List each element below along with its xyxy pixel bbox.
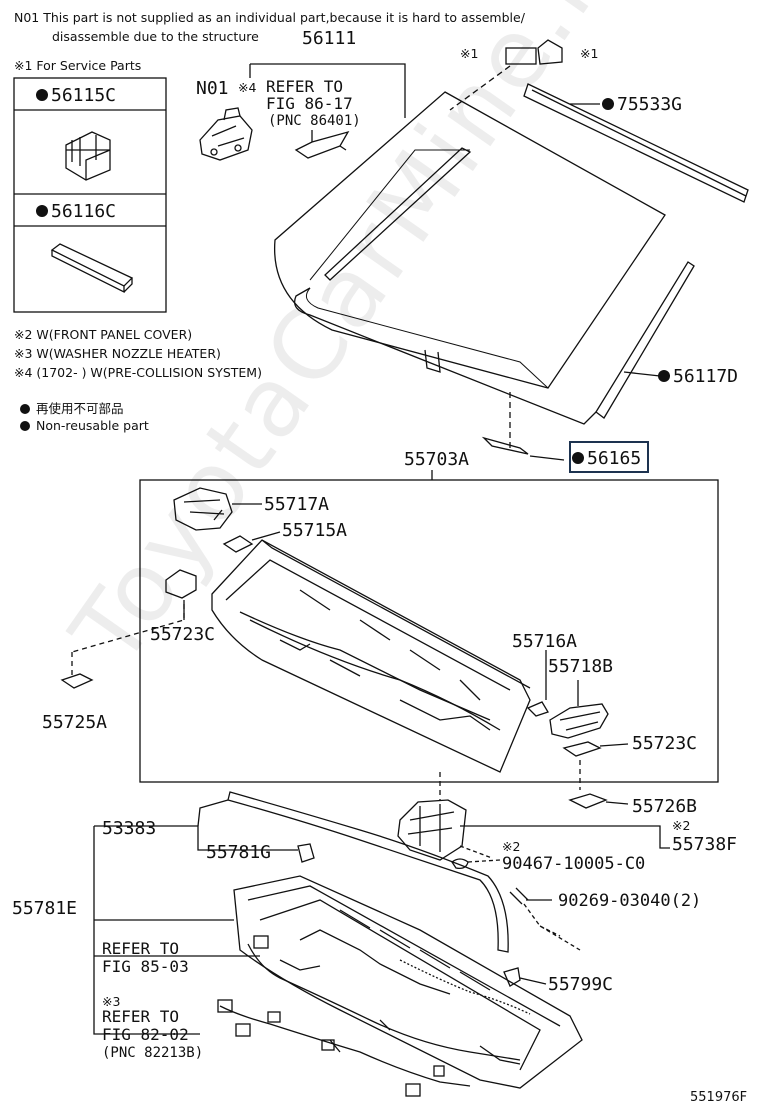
note-w2: ※2 W(FRONT PANEL COVER) <box>14 327 193 342</box>
cowl-top-panel <box>211 539 531 773</box>
label-55726b[interactable]: 55726B <box>632 796 698 817</box>
service-part-56116c[interactable]: 56116C <box>36 201 116 222</box>
label-x4: ※4 <box>238 80 257 95</box>
label-56111[interactable]: 56111 <box>302 28 357 49</box>
legend-dot-icon <box>20 421 30 431</box>
link-fig-82-02[interactable]: FIG 82-02 <box>102 1025 189 1044</box>
label-55738f[interactable]: 55738F <box>672 834 738 855</box>
label-55717a[interactable]: 55717A <box>264 494 330 515</box>
label-refer-to-86: REFER TO <box>266 77 344 96</box>
label-55703a[interactable]: 55703A <box>404 449 470 470</box>
non-reusable-dot-icon <box>36 205 48 217</box>
highlight-box <box>569 441 649 473</box>
bracket-55718b <box>549 703 609 739</box>
pad-56116c-drawing <box>50 243 134 294</box>
note-n01-line1: N01 This part is not supplied as an indi… <box>14 10 525 25</box>
label-55716a[interactable]: 55716A <box>512 631 578 652</box>
label-55799c[interactable]: 55799C <box>548 974 614 995</box>
seal-53383 <box>227 791 509 953</box>
label-55725a[interactable]: 55725A <box>42 712 108 733</box>
non-reusable-dot-icon <box>572 452 584 464</box>
label-55718b[interactable]: 55718B <box>548 656 614 677</box>
note-service-parts: ※1 For Service Parts <box>14 58 142 73</box>
bracket-55717a <box>173 487 233 531</box>
label-75533g[interactable]: 75533G <box>602 94 682 115</box>
cowl-panel-55781e <box>233 875 583 1089</box>
wire-harness <box>217 935 521 1097</box>
label-55723c-right[interactable]: 55723C <box>632 733 698 754</box>
note-n01-line2: disassemble due to the structure <box>52 29 259 44</box>
label-55781g[interactable]: 55781G <box>206 842 272 863</box>
bracket-55738f <box>397 799 467 861</box>
clip-56115c-drawing <box>65 131 111 181</box>
label-56117d[interactable]: 56117D <box>658 366 738 387</box>
label-pnc-86401: (PNC 86401) <box>268 113 361 129</box>
label-56165[interactable]: 56165 <box>572 448 641 469</box>
legend-en-text: Non-reusable part <box>36 418 149 433</box>
service-part-56115c-label: 56115C <box>51 85 117 106</box>
label-refer-to-82: REFER TO <box>102 1007 180 1026</box>
label-75533g-text: 75533G <box>617 94 683 115</box>
legend-jp-text: 再使用不可部品 <box>36 401 124 416</box>
label-55715a[interactable]: 55715A <box>282 520 348 541</box>
service-part-56115c[interactable]: 56115C <box>36 85 116 106</box>
label-56165-text: 56165 <box>587 448 642 469</box>
link-fig-86-17[interactable]: FIG 86-17 <box>266 94 353 113</box>
molding-75533g <box>523 83 749 203</box>
windshield-glass <box>273 91 666 389</box>
label-55723c-left[interactable]: 55723C <box>150 624 216 645</box>
legend-dot-icon <box>20 404 30 414</box>
legend-jp: 再使用不可部品 <box>20 398 124 417</box>
label-x2-55738f: ※2 <box>672 818 691 833</box>
label-n01[interactable]: N01 <box>196 78 229 99</box>
label-refer-to-85: REFER TO <box>102 939 180 958</box>
note-w4: ※4 (1702- ) W(PRE-COLLISION SYSTEM) <box>14 365 262 380</box>
label-55781e[interactable]: 55781E <box>12 898 78 919</box>
label-x1-left: ※1 <box>460 46 479 61</box>
service-part-56116c-label: 56116C <box>51 201 117 222</box>
label-x2-90467: ※2 <box>502 839 521 854</box>
label-x3: ※3 <box>102 994 121 1009</box>
note-w3: ※3 W(WASHER NOZZLE HEATER) <box>14 346 221 361</box>
label-pnc-82213b: (PNC 82213B) <box>102 1045 204 1061</box>
label-90467-10005-c0[interactable]: 90467-10005-C0 <box>502 854 646 874</box>
non-reusable-dot-icon <box>36 89 48 101</box>
service-parts-box <box>13 77 167 313</box>
figure-id: 551976F <box>690 1090 748 1105</box>
label-53383[interactable]: 53383 <box>102 818 157 839</box>
molding-56117d <box>293 261 695 425</box>
label-90269-03040[interactable]: 90269-03040(2) <box>558 891 702 911</box>
non-reusable-dot-icon <box>658 370 670 382</box>
bracket-n01-drawing <box>199 107 253 161</box>
non-reusable-dot-icon <box>602 98 614 110</box>
cowl-assembly-box <box>139 479 719 783</box>
label-56117d-text: 56117D <box>673 366 739 387</box>
label-x1-right: ※1 <box>580 46 599 61</box>
link-fig-85-03[interactable]: FIG 85-03 <box>102 957 189 976</box>
legend-en: Non-reusable part <box>20 418 149 433</box>
